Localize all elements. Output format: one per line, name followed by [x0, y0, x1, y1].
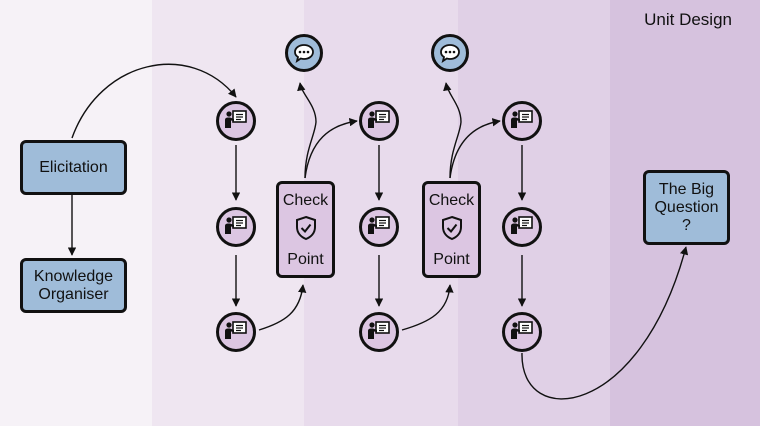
arrow-lesson-bigquestion [521, 246, 689, 400]
lesson-node [216, 101, 256, 141]
arrow-checkpoint2-bubble [443, 82, 462, 179]
big-question-line-1: The Big [658, 180, 715, 198]
checkpoint-2-top-label: Check [428, 192, 475, 209]
arrow-checkpoint1-bubble [297, 82, 317, 179]
big-question-line-3: ? [682, 216, 691, 234]
elicitation-box: Elicitation [20, 140, 127, 195]
lesson-node [359, 312, 399, 352]
teacher-at-board-icon [367, 215, 391, 240]
checkpoint-1-top-label: Check [282, 192, 329, 209]
knowledge-organiser-box: Knowledge Organiser [20, 258, 127, 313]
shield-check-icon [295, 215, 317, 246]
big-question-box: The Big Question ? [643, 170, 730, 245]
teacher-at-board-icon [224, 109, 248, 134]
arrow-lesson-checkpoint2 [401, 284, 454, 331]
lesson-node [216, 207, 256, 247]
lesson-node [359, 101, 399, 141]
checkpoint-1-box: Check Point [276, 181, 335, 278]
teacher-at-board-icon [224, 215, 248, 240]
big-question-line-2: Question [654, 198, 719, 216]
teacher-at-board-icon [224, 320, 248, 345]
teacher-at-board-icon [367, 320, 391, 345]
band-1 [0, 0, 152, 426]
diagram-title: Unit Design [644, 10, 732, 29]
arrow-checkpoint1-lesson [304, 117, 358, 179]
checkpoint-1-bottom-label: Point [287, 251, 324, 268]
speech-bubble-icon [285, 34, 323, 72]
teacher-at-board-icon [367, 109, 391, 134]
arrow-checkpoint2-lesson [449, 118, 501, 179]
lesson-node [502, 312, 542, 352]
teacher-at-board-icon [510, 320, 534, 345]
arrow-lesson-checkpoint1 [258, 284, 307, 331]
teacher-at-board-icon [510, 109, 534, 134]
speech-bubble-icon [431, 34, 469, 72]
lesson-node [502, 101, 542, 141]
lesson-node [216, 312, 256, 352]
knowledge-organiser-line-1: Knowledge [33, 267, 114, 285]
lesson-node [502, 207, 542, 247]
elicitation-label: Elicitation [39, 158, 108, 176]
teacher-at-board-icon [510, 215, 534, 240]
shield-check-icon [441, 215, 463, 246]
checkpoint-2-box: Check Point [422, 181, 481, 278]
checkpoint-2-bottom-label: Point [433, 251, 470, 268]
knowledge-organiser-line-2: Organiser [38, 285, 109, 303]
arrow-elicitation-lesson [71, 63, 237, 139]
lesson-node [359, 207, 399, 247]
